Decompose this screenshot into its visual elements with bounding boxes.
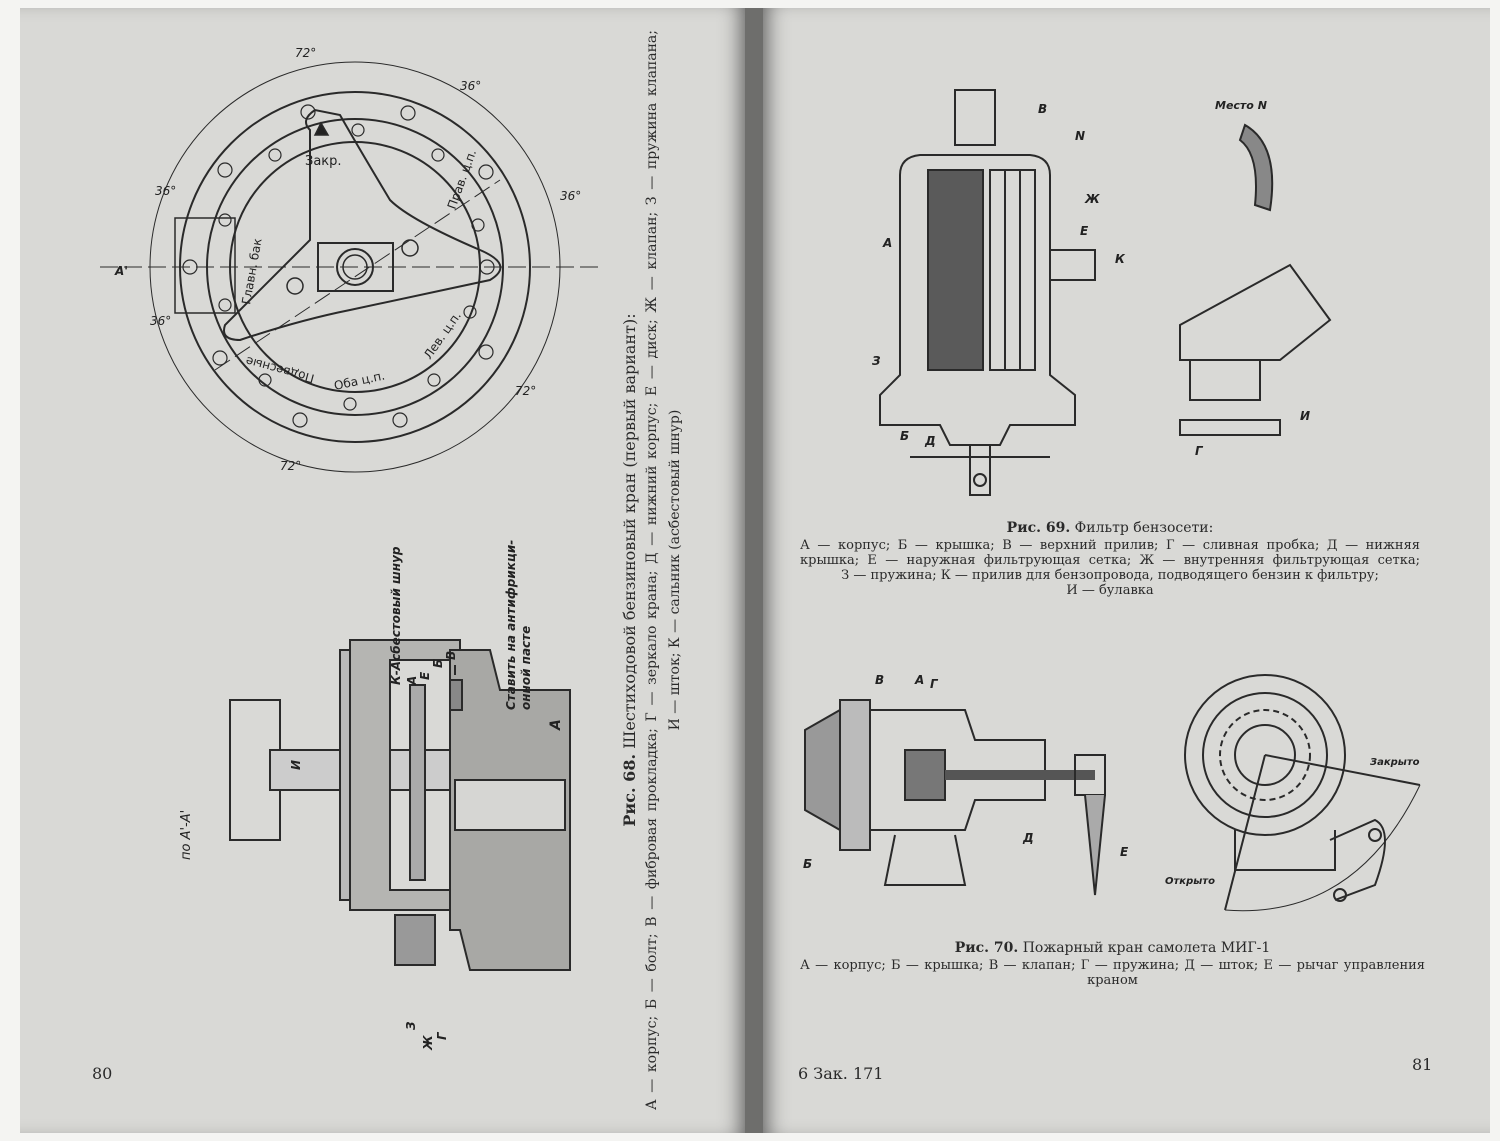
- caption-title: Фильтр бензосети:: [1074, 520, 1214, 536]
- figure-70-caption: Рис. 70. Пожарный кран самолета МИГ-1 А …: [800, 938, 1425, 988]
- label-a: А: [914, 673, 924, 687]
- figure-68-caption: Рис. 68. Шестиходовой бензиновый кран (п…: [618, 30, 687, 1110]
- caption-legend-line: крышка; Е — наружная фильтрующая сетка; …: [800, 553, 1420, 568]
- label-v: В: [444, 651, 458, 660]
- label-b: Б: [431, 659, 445, 668]
- page-number-right: 81: [1412, 1055, 1433, 1074]
- caption-legend-line: А — корпус; Б — болт; В — фибровая прокл…: [644, 30, 660, 1110]
- caption-legend-line: И — шток; К — сальник (асбестовый шнур): [667, 409, 683, 731]
- label-i: И: [1300, 409, 1310, 423]
- right-page: [760, 8, 1490, 1133]
- label-k: К: [1115, 252, 1126, 266]
- label-closed: Закр.: [305, 154, 342, 169]
- label-e: Е: [418, 671, 432, 680]
- caption-figure-number: Рис. 68.: [620, 753, 639, 827]
- caption-legend-line: А — корпус; Б — крышка; В — клапан; Г — …: [800, 958, 1425, 973]
- caption-figure-number: Рис. 70.: [954, 940, 1019, 956]
- figure-69-filter-drawing: В N Ж Е А К З Б Д И Г Место N: [872, 85, 1340, 505]
- label-drop-tanks: Подвесные: [244, 354, 316, 386]
- label-main-tank: Главн. бак: [239, 237, 264, 305]
- label-e: Е: [1080, 224, 1089, 238]
- label-g: Г: [435, 1031, 449, 1040]
- label-open: Открыто: [1165, 876, 1215, 887]
- angle-label: 36°: [560, 189, 581, 203]
- label-a: А: [405, 676, 419, 686]
- label-left-tank: Лев. ц.п.: [421, 309, 464, 362]
- label-g: Г: [1195, 444, 1204, 458]
- note-line-1: Ставить на антифрикци-: [504, 540, 518, 710]
- page-number-left: 80: [92, 1064, 113, 1083]
- caption-legend-line: З — пружина; К — прилив для бензопровода…: [841, 568, 1379, 583]
- screw-icons: [183, 105, 494, 427]
- figure-69-caption: Рис. 69. Фильтр бензосети: А — корпус; Б…: [800, 518, 1420, 598]
- label-z: З: [872, 354, 881, 368]
- angle-label: 72°: [295, 46, 316, 60]
- angle-label: 72°: [280, 459, 301, 473]
- label-detail-n: Место N: [1215, 99, 1267, 112]
- label-b: Б: [803, 857, 812, 871]
- caption-legend-line: А — корпус; Б — крышка; В — верхний прил…: [800, 538, 1420, 553]
- label-n: N: [1075, 129, 1085, 143]
- section-title: по A'-A': [179, 810, 194, 860]
- label-d: Д: [1022, 831, 1034, 845]
- figure-70-fire-valve-drawing: В А Г Б Д Е Закрыто Открыто: [803, 673, 1445, 920]
- section-mark: A': [114, 264, 128, 278]
- label-a: А: [882, 236, 892, 250]
- label-v: В: [875, 673, 884, 687]
- book-gutter: [745, 8, 763, 1133]
- angle-label: 36°: [155, 184, 176, 198]
- angle-label: 36°: [460, 79, 481, 93]
- label-closed: Закрыто: [1370, 757, 1420, 768]
- label-v: В: [1038, 102, 1047, 116]
- left-page: [20, 8, 748, 1133]
- label-z: З: [404, 1021, 418, 1030]
- label-zh: Ж: [421, 1035, 435, 1051]
- label-d: Д: [924, 434, 936, 448]
- angle-label: 72°: [515, 384, 536, 398]
- label-zh: Ж: [1084, 192, 1100, 206]
- figure-68-section-view: по A'-A' К-Асбестовый шнур А Е Б В И З Ж…: [179, 540, 620, 1051]
- label-a-body: А: [548, 719, 564, 731]
- label-i: И: [289, 760, 303, 770]
- caption-figure-number: Рис. 69.: [1006, 520, 1071, 536]
- label-k-asbestos-cord: К-Асбестовый шнур: [389, 546, 403, 685]
- caption-legend-line: краном: [1087, 973, 1138, 988]
- label-e: Е: [1120, 845, 1129, 859]
- caption-title: Шестиходовой бензиновый кран (первый вар…: [620, 313, 639, 749]
- angle-label: 36°: [150, 314, 171, 328]
- label-b: Б: [900, 429, 909, 443]
- caption-legend-line: И — булавка: [1066, 583, 1154, 598]
- note-line-2: онной пасте: [519, 626, 533, 710]
- caption-title: Пожарный кран самолета МИГ-1: [1022, 940, 1271, 956]
- label-g: Г: [930, 677, 939, 691]
- figure-68-top-view: 72° 36° 36° 36° 36° 72° 72° A' Закр. Пра…: [100, 46, 600, 473]
- print-order-note: 6 Зак. 171: [798, 1064, 884, 1083]
